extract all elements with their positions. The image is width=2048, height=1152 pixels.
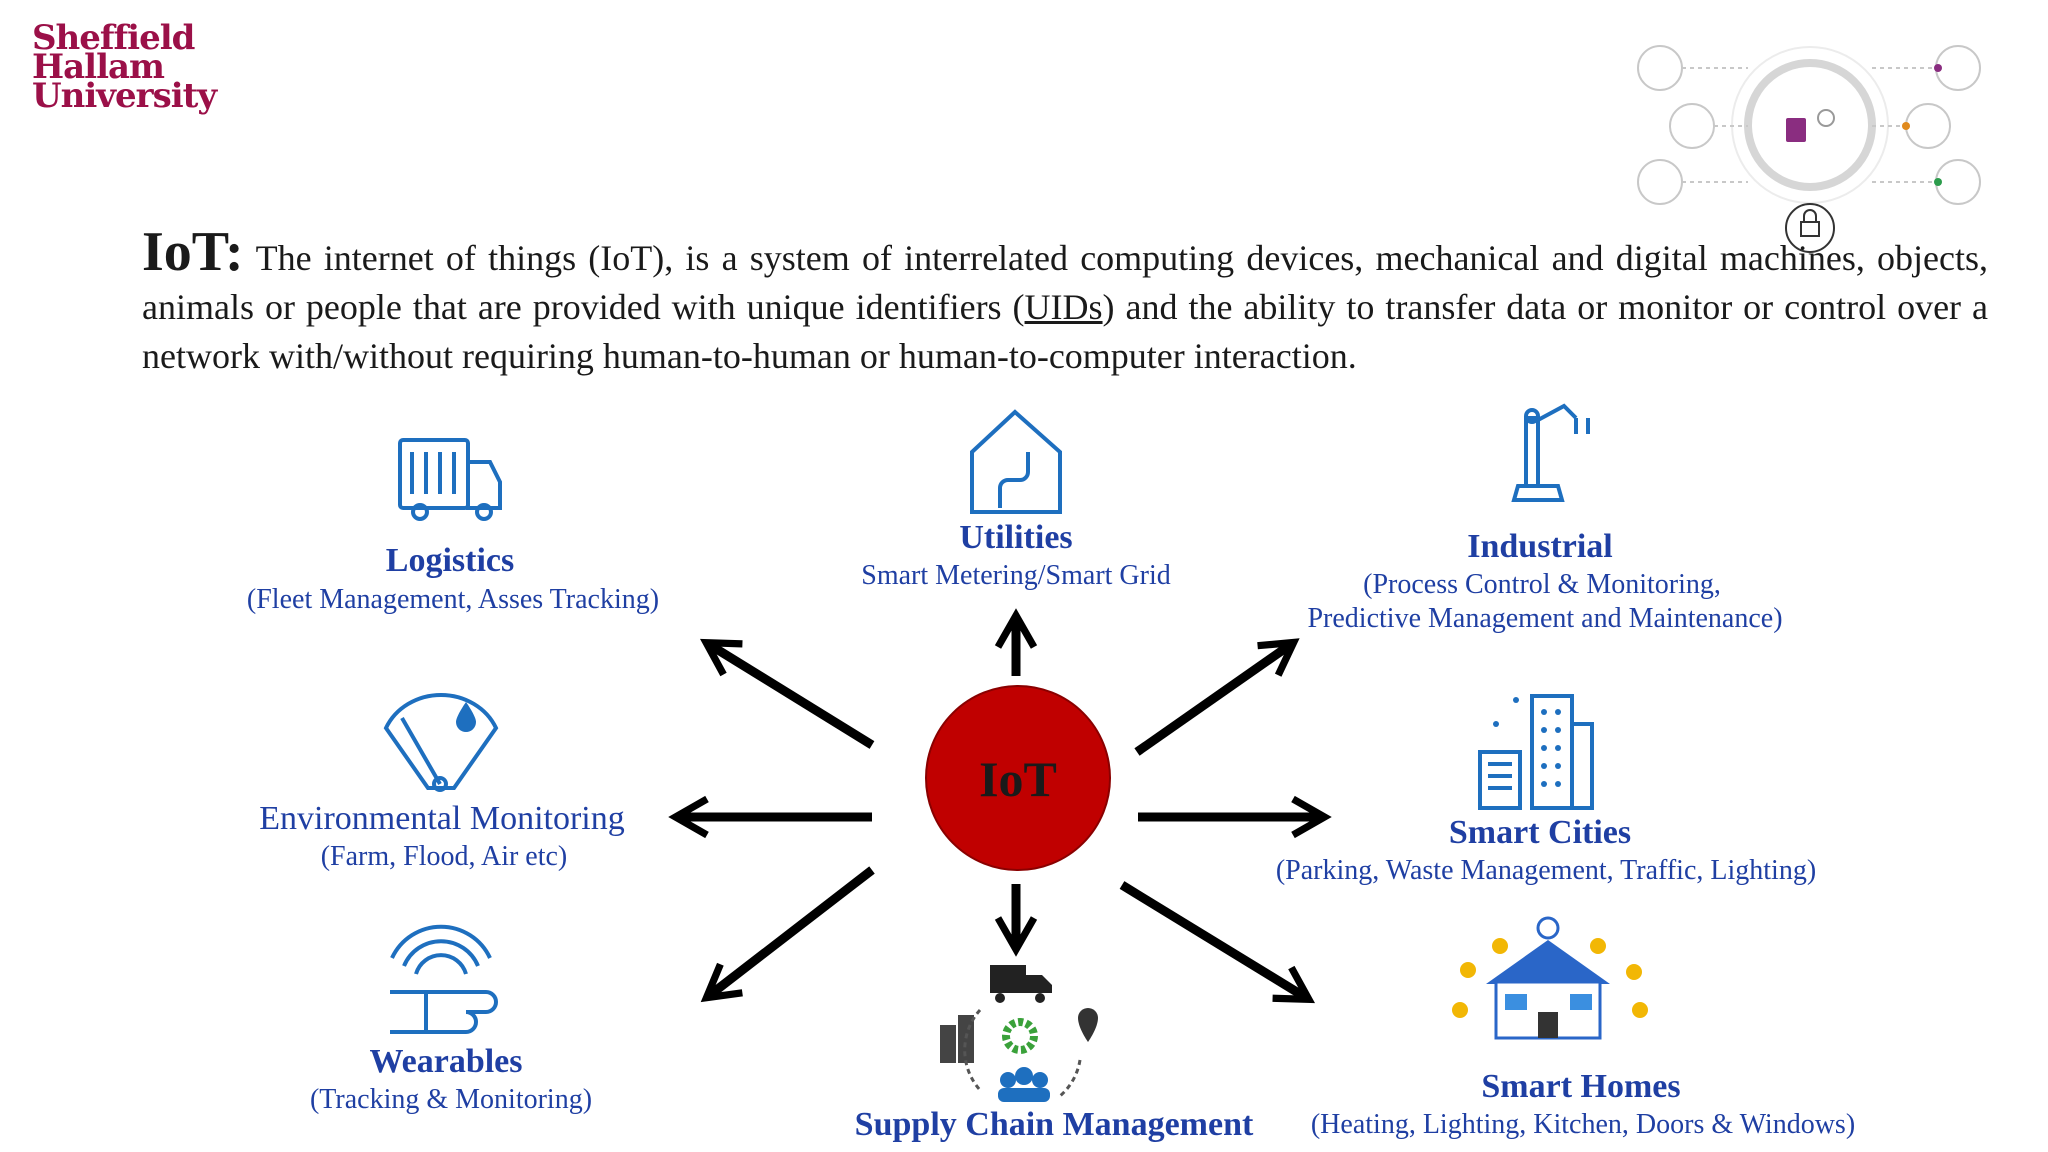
utilities-desc: Smart Metering/Smart Grid [861, 560, 1171, 591]
logo-line-3: University [32, 76, 217, 116]
smart-homes-title: Smart Homes [1481, 1068, 1681, 1105]
city-buildings-icon [1478, 694, 1594, 810]
wearables-title: Wearables [369, 1043, 523, 1080]
environmental-title: Environmental Monitoring [259, 800, 625, 837]
utilities-title: Utilities [959, 519, 1073, 556]
smart-cities-desc: (Parking, Waste Management, Traffic, Lig… [1275, 855, 1817, 886]
truck-icon [398, 438, 502, 521]
smart-homes-desc: (Heating, Lighting, Kitchen, Doors & Win… [1310, 1109, 1856, 1140]
industrial-desc-line-1: (Process Control & Monitoring, [1363, 569, 1721, 600]
smart-house-icon [1452, 916, 1648, 1040]
arrow-to-wearables [700, 866, 875, 1003]
iot-hub-label: IoT [979, 751, 1057, 807]
university-logo: Sheffield Hallam University [32, 18, 232, 116]
definition-text-2: ) and the ability to transfer data or mo… [142, 287, 1988, 376]
environmental-desc: (Farm, Flood, Air etc) [320, 841, 568, 872]
logistics-desc: (Fleet Management, Asses Tracking) [246, 584, 660, 615]
arrow-to-logistics [699, 638, 875, 749]
arrow-to-smart-homes [1119, 881, 1316, 1004]
uids-link[interactable]: UIDs [1024, 287, 1103, 327]
logistics-title: Logistics [385, 542, 515, 579]
industrial-desc-line-2: Predictive Management and Maintenance) [1307, 603, 1783, 634]
iot-term: IoT: [142, 221, 244, 283]
iot-hub [925, 685, 1111, 871]
supply-chain-title: Supply Chain Management [854, 1106, 1254, 1143]
logo-line-1: Sheffield [32, 18, 195, 58]
logo-line-2: Hallam [32, 47, 165, 87]
house-pipe-icon [970, 409, 1062, 514]
wrist-signal-icon [390, 924, 498, 1034]
robot-arm-icon [1511, 403, 1590, 502]
wiper-drop-icon [383, 692, 499, 792]
industrial-title: Industrial [1467, 528, 1613, 565]
definition-text-1: The internet of things (IoT), is a syste… [142, 238, 1988, 327]
iot-definition: IoT:The internet of things (IoT), is a s… [142, 224, 1988, 381]
smart-cities-title: Smart Cities [1448, 814, 1632, 851]
arrow-to-industrial [1134, 638, 1300, 756]
supply-chain-icon [940, 965, 1098, 1102]
wearables-desc: (Tracking & Monitoring) [309, 1084, 593, 1115]
